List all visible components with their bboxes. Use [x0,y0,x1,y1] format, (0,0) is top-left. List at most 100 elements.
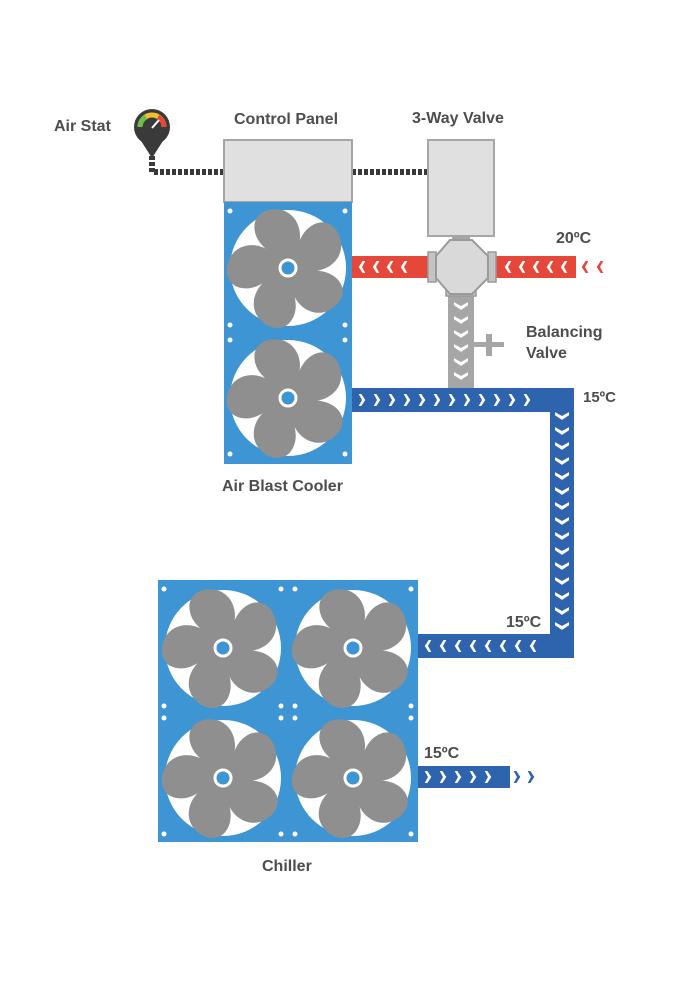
flow-chevron-icon [546,261,554,273]
flow-chevron-icon [555,547,569,555]
control-panel-label: Control Panel [234,111,339,128]
flow-chevron-icon [555,607,569,615]
flow-chevron-icon [555,487,569,495]
flow-chevron-icon [581,261,589,273]
fan-icon [161,719,281,838]
flow-chevron-icon [454,358,468,366]
flow-chevron-icon [463,394,471,406]
flow-chevron-icon [454,771,462,783]
flow-chevron-icon [454,302,468,310]
flow-chevron-icon [504,261,512,273]
air-blast-cooler-unit [224,202,352,464]
flow-chevron-icon [448,394,456,406]
flow-chevron-icon [358,394,366,406]
flow-chevron-icon [596,261,604,273]
fan-icon [291,589,411,708]
flow-chevron-icon [454,372,468,380]
rivet [227,337,233,343]
flow-chevron-icon [555,622,569,630]
flow-chevron-icon [358,261,366,273]
flow-chevron-icon [388,394,396,406]
rivet [227,208,233,214]
flow-chevron-icon [478,394,486,406]
air-blast-cooler-label: Air Blast Cooler [222,478,343,495]
rivet [408,831,414,837]
rivet [342,208,348,214]
rivet [292,586,298,592]
rivet [408,715,414,721]
rivet [278,831,284,837]
rivet [161,703,167,709]
flow-chevron-icon [555,562,569,570]
flow-chevron-icon [418,394,426,406]
flow-chevron-icon [555,412,569,420]
flow-chevron-icon [484,640,492,652]
flow-chevron-icon [555,502,569,510]
flow-chevron-icon [532,261,540,273]
flow-chevron-icon [433,394,441,406]
rivet [227,451,233,457]
flow-chevron-icon [484,771,492,783]
chiller-unit [158,580,418,842]
control-panel-box [223,139,353,203]
rivet [342,451,348,457]
chiller-outlet-temperature: 15ºC [424,745,460,762]
flow-chevron-icon [424,771,432,783]
rivet [278,586,284,592]
rivet [278,715,284,721]
fan-icon [226,209,346,328]
rivet [278,703,284,709]
chiller-label: Chiller [262,858,312,875]
rivet [161,715,167,721]
flow-chevron-icon [560,261,568,273]
flow-chevron-icon [454,330,468,338]
flow-chevron-icon [439,771,447,783]
flow-chevron-icon [555,472,569,480]
cooler-outlet-temperature: 15ºC [583,389,616,406]
rivet [292,831,298,837]
flow-chevron-icon [499,640,507,652]
flow-chevron-icon [555,427,569,435]
flow-chevron-icon [508,394,516,406]
fan-icon [161,589,281,708]
flow-chevron-icon [523,394,531,406]
rivet [342,337,348,343]
flow-chevron-icon [454,640,462,652]
rivet [292,703,298,709]
flow-chevron-icon [439,640,447,652]
rivet [408,586,414,592]
flow-chevron-icon [555,577,569,585]
inlet-temperature: 20ºC [556,230,592,247]
flow-chevron-icon [555,517,569,525]
rivet [292,715,298,721]
flow-chevron-icon [529,640,537,652]
flow-chevron-icon [403,394,411,406]
flow-chevron-icon [555,592,569,600]
hot-inlet-pipe [352,256,604,278]
bypass-pipe [448,296,474,388]
rivet [161,586,167,592]
flow-chevron-icon [469,771,477,783]
rivet [227,322,233,328]
rivet [161,831,167,837]
flow-chevron-icon [555,457,569,465]
flow-chevron-icon [372,261,380,273]
flow-chevron-icon [469,640,477,652]
three-way-valve-housing [427,139,495,237]
balancing-valve-label-line2: Valve [526,345,567,362]
flow-chevron-icon [514,640,522,652]
flow-chevron-icon [386,261,394,273]
flow-chevron-icon [518,261,526,273]
three-way-valve-label: 3-Way Valve [412,110,504,127]
air-stat-gauge-icon [134,109,170,158]
flow-chevron-icon [493,394,501,406]
flow-chevron-icon [555,442,569,450]
flow-chevron-icon [527,771,535,783]
flow-chevron-icon [454,344,468,352]
chiller-inlet-temperature: 15ºC [506,614,542,631]
chiller-outlet-pipe [418,766,535,788]
flow-chevron-icon [373,394,381,406]
rivet [408,703,414,709]
flow-chevron-icon [424,640,432,652]
